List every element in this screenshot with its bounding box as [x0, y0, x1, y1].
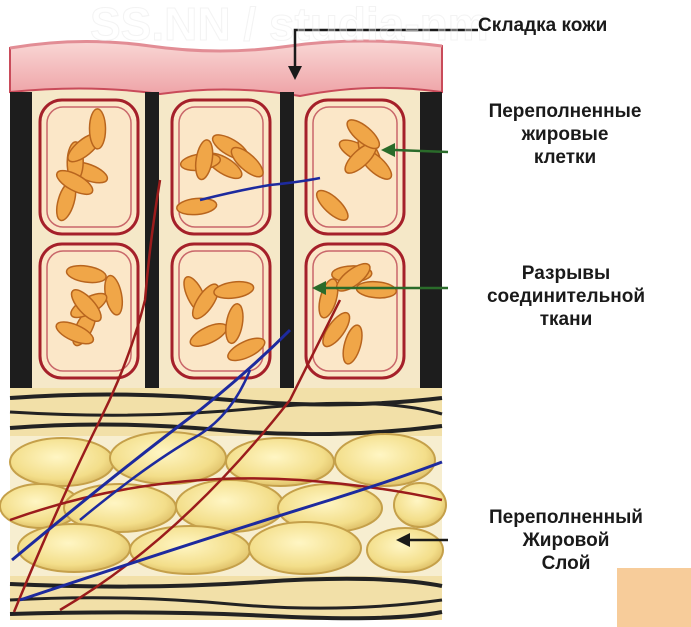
- fat-globule: [89, 109, 105, 149]
- label-fat-cells-line1: Переполненные: [452, 100, 678, 123]
- label-fat-cells: Переполненные жировые клетки: [452, 100, 678, 169]
- fat-cell: [40, 100, 138, 234]
- label-connective-line3: ткани: [450, 308, 682, 331]
- fat-lobule: [110, 432, 226, 484]
- septum-inner-2: [280, 92, 294, 388]
- label-fat-layer-line2: Жировой: [450, 529, 682, 552]
- septum-right: [420, 92, 442, 388]
- label-fat-layer: Переполненный Жировой Слой: [450, 506, 682, 575]
- fat-cell: [172, 100, 270, 234]
- fat-cell: [306, 100, 404, 234]
- label-connective-tissue: Разрывы соединительной ткани: [450, 262, 682, 331]
- fat-cell: [306, 244, 404, 378]
- label-fat-layer-line1: Переполненный: [450, 506, 682, 529]
- septum-left: [10, 92, 32, 388]
- fat-lobule: [394, 483, 446, 527]
- fat-lobule: [249, 522, 361, 574]
- label-fat-cells-line2: жировые: [452, 123, 678, 146]
- label-skin-fold-text: Складка кожи: [478, 14, 607, 37]
- fat-lobule: [130, 526, 250, 574]
- fat-lobule: [10, 438, 114, 486]
- label-fat-cells-line3: клетки: [452, 146, 678, 169]
- fat-cell: [172, 244, 270, 378]
- fat-lobule: [176, 480, 284, 532]
- label-connective-line1: Разрывы: [450, 262, 682, 285]
- fat-lobule: [367, 528, 443, 572]
- label-connective-line2: соединительной: [450, 285, 682, 308]
- watermark: SS.NN / studia-nm: [90, 0, 489, 50]
- fat-cell: [40, 244, 138, 378]
- corner-swatch: [617, 568, 691, 627]
- fat-lobule: [335, 434, 435, 486]
- label-skin-fold: Складка кожи: [478, 14, 607, 37]
